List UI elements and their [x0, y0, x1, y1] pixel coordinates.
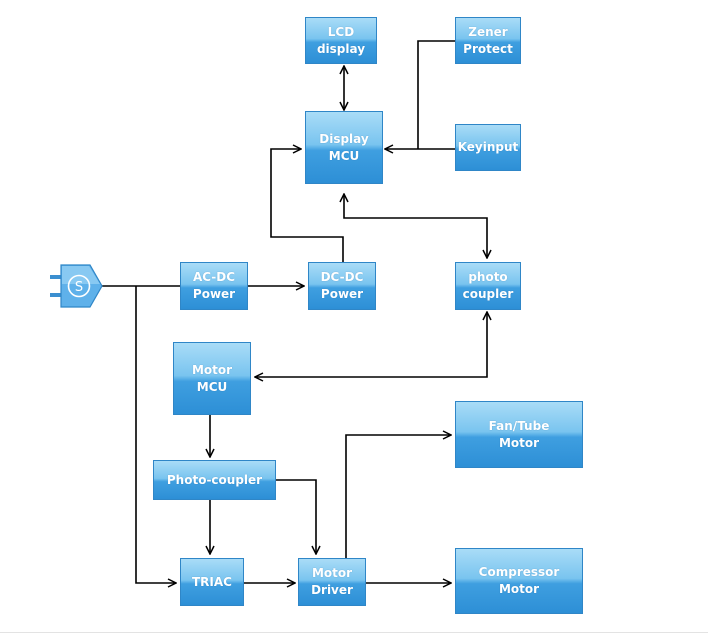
block-label-line: Keyinput	[457, 140, 519, 154]
block-label-line: Compressor	[478, 565, 560, 579]
block-label-line: Motor	[498, 582, 540, 596]
block-label-line: MCU	[328, 148, 360, 163]
block-label-line: Fan/Tube	[488, 418, 550, 433]
block-photo-coupler: Photo-coupler	[153, 460, 276, 500]
wire-photo-coupler-motor-mcu	[255, 312, 487, 377]
power-plug-icon: S	[50, 264, 103, 308]
bottom-rule	[0, 632, 708, 633]
wire-motor-driver-fan	[345, 435, 451, 558]
wire-plug-triac	[135, 286, 176, 583]
wire-photo-coupler-motor-driver	[276, 479, 316, 554]
block-label-line: Protect	[463, 41, 513, 56]
block-acdc: AC-DC Power	[180, 262, 248, 310]
block-label-line: Power	[320, 287, 364, 301]
block-label-line: Motor	[498, 435, 540, 450]
block-label-line: photo	[468, 270, 508, 284]
block-label-line: MCU	[196, 379, 228, 394]
block-dcdc: DC-DC Power	[308, 262, 376, 310]
block-label-line: Motor	[191, 362, 233, 377]
block-label-line: Photo-coupler	[166, 472, 263, 487]
block-label-line: Zener	[468, 24, 508, 39]
block-label-line: LCD	[327, 24, 355, 39]
block-triac: TRIAC	[180, 558, 244, 606]
block-label-line: Display	[319, 131, 369, 146]
block-label-line: AC-DC	[192, 270, 236, 284]
block-label-line: TRIAC	[192, 574, 232, 589]
wire-zener-display-mcu	[417, 40, 455, 149]
block-label-line: Power	[192, 287, 236, 301]
svg-text:S: S	[75, 280, 83, 295]
block-label-line: DC-DC	[320, 270, 364, 284]
block-label-line: display	[316, 41, 366, 56]
wire-display-mcu-photo-coupler	[344, 194, 487, 258]
block-photo-coupler-top: photo coupler	[455, 262, 521, 310]
block-lcd: LCD display	[305, 17, 377, 64]
block-label-line: Driver	[311, 583, 353, 597]
block-keyinput: Keyinput	[455, 124, 521, 171]
block-label-line: Motor	[311, 566, 353, 580]
block-label-line: coupler	[462, 287, 514, 301]
wire-dcdc-display-mcu	[270, 149, 344, 262]
